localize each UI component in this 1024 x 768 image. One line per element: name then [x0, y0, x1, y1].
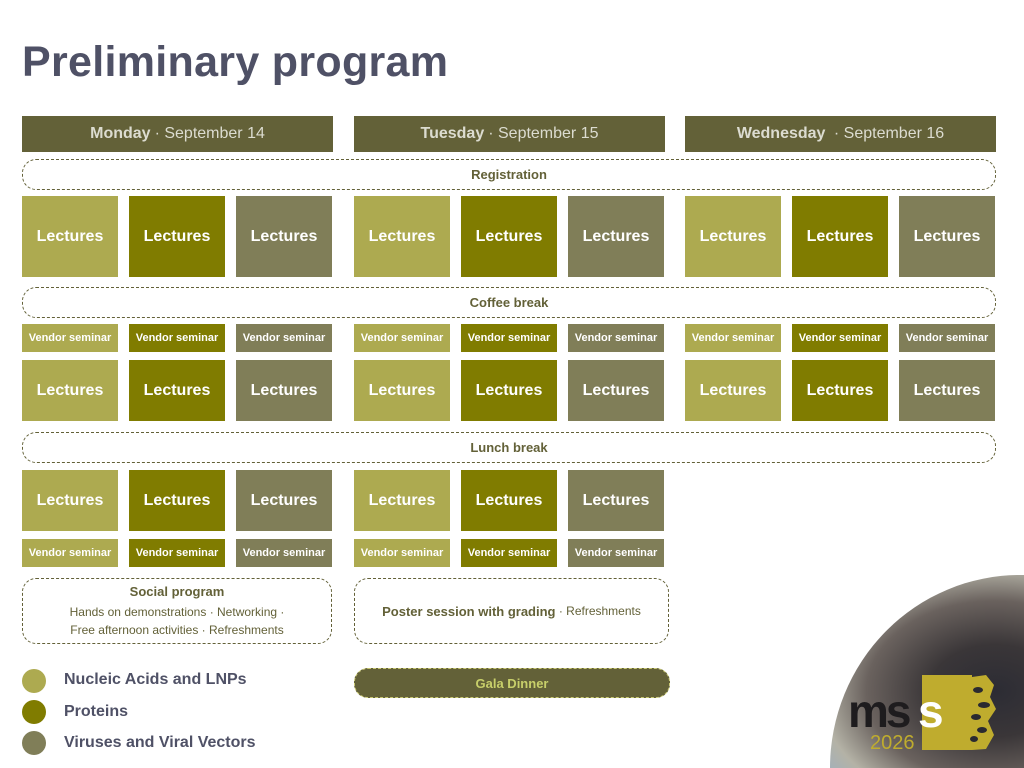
lunch-break-bar: Lunch break	[22, 432, 996, 463]
day-name: Tuesday	[420, 125, 485, 142]
vendor-seminar-block: Vendor seminar	[461, 324, 557, 352]
lecture-block: Lectures	[461, 360, 557, 421]
vendor-seminar-block: Vendor seminar	[685, 324, 781, 352]
page-title: Preliminary program	[22, 38, 449, 86]
lecture-block: Lectures	[685, 196, 781, 277]
lecture-block: Lectures	[792, 196, 888, 277]
vendor-seminar-block: Vendor seminar	[129, 539, 225, 567]
day-date: · September 16	[829, 125, 945, 142]
poster-session-box: Poster session with grading · Refreshmen…	[354, 578, 669, 644]
day-date: · September 14	[154, 125, 265, 142]
lecture-block: Lectures	[129, 196, 225, 277]
social-heading: Social program	[129, 583, 225, 599]
lecture-block: Lectures	[568, 360, 664, 421]
lecture-block: Lectures	[461, 196, 557, 277]
social-line-2: Free afternoon activities · Refreshments	[70, 622, 284, 637]
mss-2026-logo: ms s 2026	[848, 675, 996, 754]
day-name: Monday	[90, 125, 151, 142]
vendor-seminar-block: Vendor seminar	[236, 324, 332, 352]
lecture-block: Lectures	[22, 360, 118, 421]
vendor-seminar-block: Vendor seminar	[568, 539, 664, 567]
vendor-seminar-block: Vendor seminar	[792, 324, 888, 352]
svg-text:2026: 2026	[870, 732, 915, 754]
lecture-block: Lectures	[236, 196, 332, 277]
lecture-block: Lectures	[899, 360, 995, 421]
day-name: Wednesday	[736, 125, 826, 142]
vendor-seminar-block: Vendor seminar	[354, 539, 450, 567]
lecture-block: Lectures	[354, 470, 450, 531]
vendor-seminar-block: Vendor seminar	[22, 539, 118, 567]
vendor-seminar-block: Vendor seminar	[236, 539, 332, 567]
day-header-monday: Monday· September 14	[22, 116, 333, 152]
vendor-seminar-block: Vendor seminar	[129, 324, 225, 352]
lecture-block: Lectures	[129, 470, 225, 531]
day-header-tuesday: Tuesday· September 15	[354, 116, 665, 152]
poster-heading: Poster session with grading	[382, 603, 556, 619]
social-line-1: Hands on demonstrations · Networking ·	[69, 604, 285, 619]
day-header-wednesday: Wednesday · September 16	[685, 116, 996, 152]
registration-bar: Registration	[22, 159, 996, 190]
svg-text:s: s	[918, 685, 944, 737]
lecture-block: Lectures	[568, 196, 664, 277]
social-program-box: Social program Hands on demonstrations ·…	[22, 578, 332, 644]
day-date: · September 15	[488, 125, 599, 142]
svg-text:ms: ms	[848, 685, 910, 737]
vendor-seminar-block: Vendor seminar	[568, 324, 664, 352]
vendor-seminar-block: Vendor seminar	[461, 539, 557, 567]
lecture-block: Lectures	[792, 360, 888, 421]
lecture-block: Lectures	[236, 360, 332, 421]
lecture-block: Lectures	[129, 360, 225, 421]
gala-dinner-bar: Gala Dinner	[354, 668, 670, 698]
legend-label-nucleic: Nucleic Acids and LNPs	[64, 671, 247, 688]
lecture-block: Lectures	[236, 470, 332, 531]
legend-dot-proteins	[22, 700, 46, 724]
poster-rest: · Refreshments	[555, 604, 641, 618]
lecture-block: Lectures	[22, 196, 118, 277]
lecture-block: Lectures	[354, 360, 450, 421]
lecture-block: Lectures	[685, 360, 781, 421]
legend-dot-viruses	[22, 731, 46, 755]
legend-label-viruses: Viruses and Viral Vectors	[64, 734, 256, 751]
lecture-block: Lectures	[899, 196, 995, 277]
coffee-break-bar: Coffee break	[22, 287, 996, 318]
vendor-seminar-block: Vendor seminar	[899, 324, 995, 352]
lecture-block: Lectures	[461, 470, 557, 531]
lecture-block: Lectures	[354, 196, 450, 277]
legend-label-proteins: Proteins	[64, 703, 129, 720]
lecture-block: Lectures	[568, 470, 664, 531]
legend-dot-nucleic	[22, 669, 46, 693]
lecture-block: Lectures	[22, 470, 118, 531]
vendor-seminar-block: Vendor seminar	[22, 324, 118, 352]
vendor-seminar-block: Vendor seminar	[354, 324, 450, 352]
